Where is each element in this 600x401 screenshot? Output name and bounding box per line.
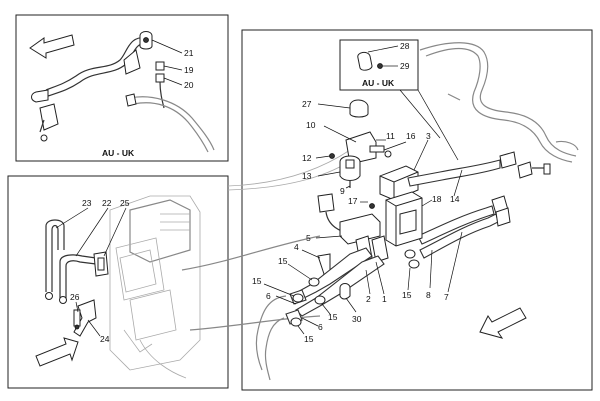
pipe-14 <box>407 159 501 187</box>
label-10: 10 <box>306 120 316 130</box>
clip-30 <box>339 283 351 300</box>
label-15a: 15 <box>278 256 288 266</box>
region-label-inset: AU - UK <box>362 78 395 88</box>
clamp-15 <box>290 317 302 327</box>
label-28: 28 <box>400 41 410 51</box>
arrow-icon <box>29 34 75 59</box>
clip-19 <box>155 61 165 71</box>
main-panel-frame <box>241 29 593 391</box>
label-3: 3 <box>426 131 431 141</box>
label-14: 14 <box>450 194 460 204</box>
label-30: 30 <box>352 314 362 324</box>
screw-17 <box>369 203 375 209</box>
label-22: 22 <box>102 198 112 208</box>
inset-bottom-left-frame <box>7 175 229 389</box>
label-19: 19 <box>184 65 194 75</box>
label-27: 27 <box>302 99 312 109</box>
pipe-1 <box>293 247 373 301</box>
inset-au-uk-frame <box>339 39 419 91</box>
inset-top-left: 21 19 20 AU - UK <box>15 14 229 162</box>
label-7: 7 <box>444 292 449 302</box>
label-18: 18 <box>432 194 442 204</box>
clamp-15 <box>314 295 326 305</box>
label-11: 11 <box>386 131 395 141</box>
label-23: 23 <box>82 198 92 208</box>
bracket <box>39 103 59 131</box>
pipe-8 <box>417 205 495 245</box>
label-6b: 6 <box>318 322 323 332</box>
label-25: 25 <box>120 198 130 208</box>
main-panel: 28 29 AU - UK 27 10 11 16 12 13 9 <box>181 29 593 391</box>
clip-20 <box>155 73 165 83</box>
arrow-icon <box>479 307 527 339</box>
clamp-15 <box>292 293 304 303</box>
label-15c: 15 <box>328 312 338 322</box>
label-16: 16 <box>406 131 416 141</box>
label-8: 8 <box>426 290 431 300</box>
label-15d: 15 <box>304 334 314 344</box>
label-5: 5 <box>306 233 311 243</box>
label-15b: 15 <box>252 276 262 286</box>
label-26: 26 <box>70 292 80 302</box>
bracket-24 <box>73 299 97 337</box>
region-label-top-left: AU - UK <box>102 148 135 158</box>
nut-12 <box>329 153 335 159</box>
label-15e: 15 <box>402 290 412 300</box>
label-6a: 6 <box>266 291 271 301</box>
label-13: 13 <box>302 171 312 181</box>
label-12: 12 <box>302 153 312 163</box>
inset-top-left-frame <box>15 14 229 162</box>
label-2: 2 <box>366 294 371 304</box>
arrow-icon <box>35 337 79 367</box>
clamp-15 <box>408 259 420 269</box>
part-29 <box>377 63 383 69</box>
label-21: 21 <box>184 48 194 58</box>
part-27 <box>349 99 369 118</box>
inset-bottom-left: 23 22 25 26 24 <box>7 175 229 389</box>
part-28 <box>357 51 373 71</box>
label-20: 20 <box>184 80 194 90</box>
label-17: 17 <box>348 196 358 206</box>
label-9: 9 <box>340 186 345 196</box>
label-1: 1 <box>382 294 387 304</box>
label-24: 24 <box>100 334 110 344</box>
label-4: 4 <box>294 242 299 252</box>
label-29: 29 <box>400 61 410 71</box>
clamp-15 <box>404 249 416 259</box>
